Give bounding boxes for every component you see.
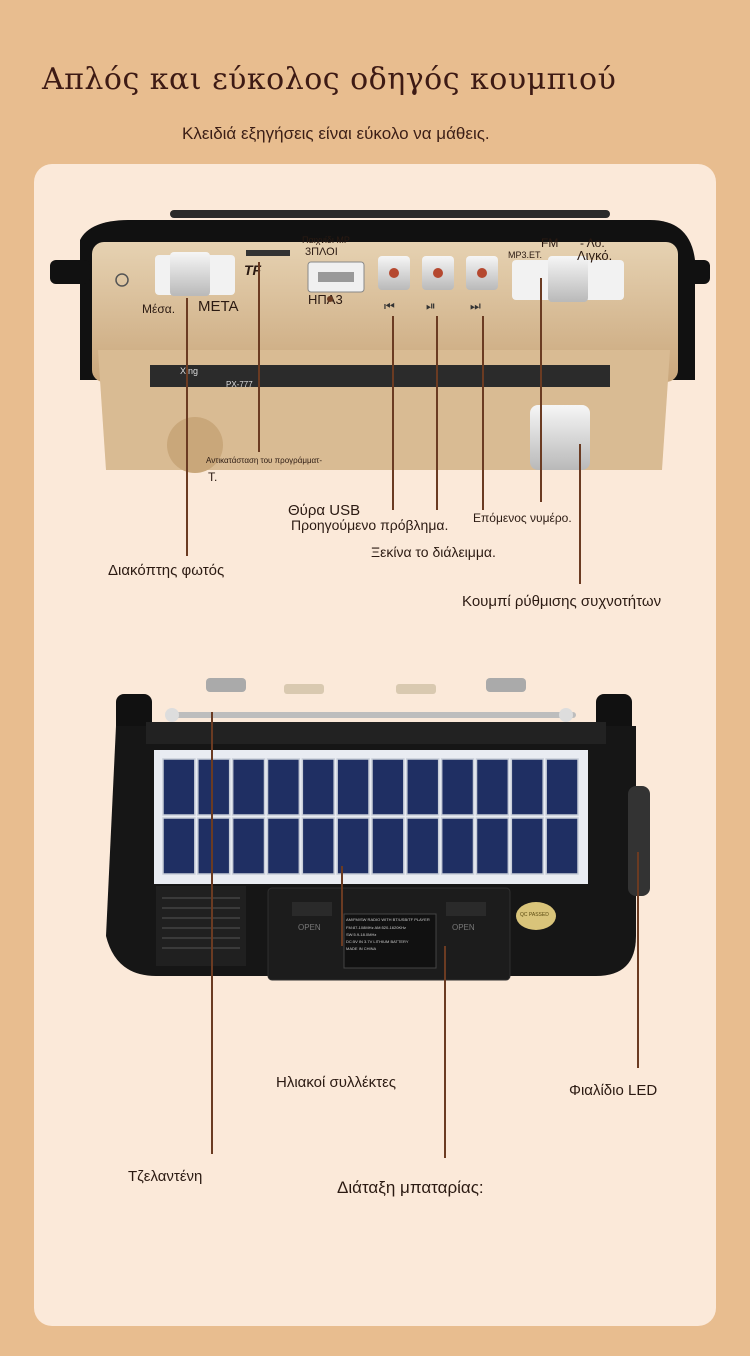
spec-line-1: AM/FM/SW RADIO WITH BT/USB/TF PLAYER <box>346 917 430 922</box>
page-title: Απλός και εύκολος οδηγός κουμπιού <box>42 62 617 97</box>
svg-text:⏯: ⏯ <box>426 299 436 313</box>
qc-sticker-label: QC PASSED <box>520 912 549 918</box>
solar-cell <box>231 817 266 875</box>
tf-label: TF <box>244 262 262 278</box>
usb-print-label: ΗΠΑ3 <box>308 292 343 307</box>
solar-cell <box>336 758 370 816</box>
mesa-label: Μέσα. <box>142 302 176 316</box>
leader-tuning <box>579 444 581 584</box>
solar-cell <box>197 817 231 875</box>
solar-panel <box>154 750 588 884</box>
leader-solar <box>341 866 343 946</box>
leader-mode <box>540 278 542 502</box>
solar-cell <box>197 758 231 816</box>
svg-text:⏮: ⏮ <box>384 299 395 313</box>
callout-next: Επόμενος νυμέρο. <box>473 511 572 525</box>
solar-cell <box>162 817 196 875</box>
solar-cell <box>475 758 510 816</box>
open-right-label: OPEN <box>452 923 475 932</box>
solar-cell <box>510 758 544 816</box>
callout-play: Ξεκίνα το διάλειμμα. <box>371 544 496 560</box>
dot-usb <box>327 296 333 302</box>
svg-text:⏭: ⏭ <box>470 299 481 313</box>
leader-prev <box>392 316 394 510</box>
callout-led: Φιαλίδιο LED <box>569 1082 658 1099</box>
leader-led <box>637 852 639 1068</box>
open-left-label: OPEN <box>298 923 321 932</box>
callout-prev: Προηγούμενο πρόβλημα. <box>291 517 449 533</box>
leader-battery <box>444 946 446 1158</box>
triple-label: 3ΠΛΟΙ <box>305 246 338 258</box>
lo-label: - Λο. <box>580 236 605 250</box>
solar-cell <box>406 758 440 816</box>
leader-play <box>436 316 438 510</box>
solar-cell <box>371 817 405 875</box>
leader-antenna <box>211 712 213 1154</box>
solar-cell <box>545 758 579 816</box>
solar-cell <box>301 817 335 875</box>
radio-top-illustration: ⏮ ⏯ ⏭ <box>50 210 710 473</box>
spec-line-3: SW:5.9-18.0MHz <box>346 932 377 937</box>
callout-battery: Διάταξη μπαταρίας: <box>337 1178 484 1197</box>
solar-cell <box>266 817 301 875</box>
leader-next <box>482 316 484 510</box>
leader-tf <box>258 262 260 452</box>
spec-line-4: DC:5V IN 3.7V LITHIUM BATTERY <box>346 939 409 944</box>
page-subtitle: Κλειδιά εξηγήσεις είναι εύκολο να μάθεις… <box>182 124 490 143</box>
model-label: PX-777 <box>226 380 253 389</box>
solar-cell <box>510 817 544 875</box>
solar-cell <box>440 758 475 816</box>
callout-antenna: Τζελαντένη <box>128 1168 203 1185</box>
solar-cell <box>336 817 370 875</box>
leader-light-switch <box>186 298 188 556</box>
solar-cell <box>371 758 405 816</box>
solar-cell <box>475 817 510 875</box>
callout-light-switch: Διακόπτης φωτός <box>108 562 225 579</box>
brand-label: Xing <box>180 366 199 376</box>
solar-cell <box>162 758 196 816</box>
solar-cell <box>406 817 440 875</box>
callout-usb-port: Θύρα USB <box>288 502 361 519</box>
callout-solar: Ηλιακοί συλλέκτες <box>276 1074 396 1091</box>
swap-label-2: Τ. <box>208 470 218 484</box>
solar-cell <box>301 758 335 816</box>
solar-cell <box>231 758 266 816</box>
ligko-label: Λιγκό. <box>577 248 613 263</box>
meta-label: ΜΕΤΑ <box>198 298 239 315</box>
fm-label: FM <box>541 236 559 250</box>
solar-cell <box>266 758 301 816</box>
solar-cell <box>440 817 475 875</box>
mp3-label: Παιχνίδι ΜΡ <box>302 235 350 245</box>
spec-line-2: FM:87-108MHz AM:520-1620KHz <box>346 925 407 930</box>
swap-label: Αντικατάσταση του προγράμματ- <box>206 456 323 465</box>
mp3et-label: ΜΡ3.ΕΤ. <box>508 250 543 260</box>
callout-tuning: Κουμπί ρύθμισης συχνοτήτων <box>462 593 662 610</box>
solar-cell <box>545 817 579 875</box>
spec-line-5: MADE IN CHINA <box>346 946 377 951</box>
